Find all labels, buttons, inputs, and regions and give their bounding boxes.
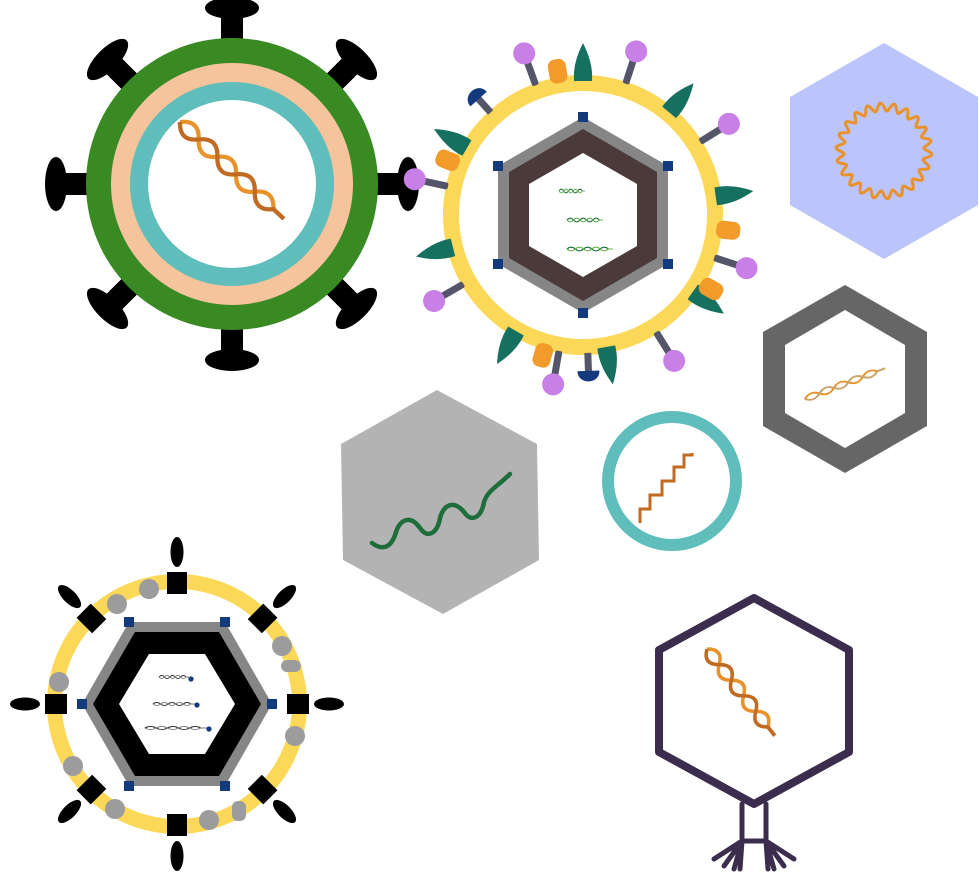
virus-naked-circular-genome <box>790 43 978 259</box>
virus-enveloped-spiked <box>45 0 419 371</box>
virus-enveloped-glycoprotein <box>401 37 761 398</box>
virus-enveloped-gray <box>10 537 344 871</box>
capsid-vertices <box>493 112 673 318</box>
virus-naked-ssrna-capsid <box>341 390 539 614</box>
virus-bacteriophage <box>655 594 853 872</box>
virus-naked-dsdna-capsid <box>763 285 927 473</box>
capsid-vertices <box>77 617 277 791</box>
zigzag-strand-icon <box>638 453 694 523</box>
tail-fiber-icon <box>711 801 797 872</box>
envelope-granules <box>49 579 305 830</box>
virus-ring-zigzag <box>602 411 742 551</box>
circular-genome-icon <box>834 101 934 201</box>
core <box>148 100 316 268</box>
wavy-strand-icon <box>369 471 513 550</box>
